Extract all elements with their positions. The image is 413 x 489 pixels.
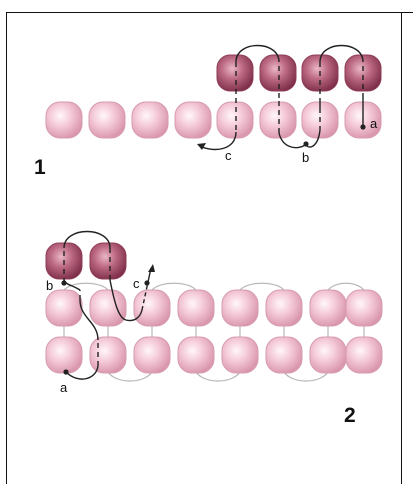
bead-light	[265, 336, 303, 374]
figure-2-top-row	[45, 242, 127, 280]
thread-start-dot	[63, 369, 69, 375]
figure-2-bottom-row	[45, 336, 383, 374]
bead-light	[216, 101, 254, 139]
bead-light	[177, 289, 215, 327]
bead-light	[221, 336, 259, 374]
bead-dark	[344, 54, 382, 92]
bead-light	[45, 289, 83, 327]
step-number: 1	[34, 156, 46, 179]
thread-point-dot	[61, 280, 67, 286]
bead-light	[133, 336, 171, 374]
arrow-head-icon	[197, 143, 206, 150]
bead-dark	[216, 54, 254, 92]
label-a: a	[60, 380, 68, 395]
bead-light	[345, 289, 383, 327]
bead-light	[45, 336, 83, 374]
bead-light	[345, 336, 383, 374]
figure-2-thread	[63, 230, 152, 380]
label-c: c	[225, 148, 232, 163]
label-c: c	[133, 276, 140, 291]
label-a: a	[370, 116, 378, 131]
bead-light	[174, 101, 212, 139]
figure-2-middle-row	[45, 289, 383, 327]
thread-point-dot	[144, 280, 150, 286]
label-b: b	[46, 278, 53, 293]
bead-light	[177, 336, 215, 374]
bead-light	[45, 101, 83, 139]
bead-light	[131, 101, 169, 139]
arrow-head-icon	[148, 264, 155, 272]
figure-2: a b c 2	[45, 230, 383, 427]
figure-1-top-row	[216, 54, 382, 92]
bead-light	[221, 289, 259, 327]
thread-point-dot	[303, 141, 309, 147]
bead-light	[88, 101, 126, 139]
bead-light	[265, 289, 303, 327]
bead-light	[133, 289, 171, 327]
bead-light	[309, 336, 347, 374]
bead-dark	[89, 242, 127, 280]
bead-dark	[259, 54, 297, 92]
figure-1: a b c 1	[34, 44, 382, 179]
bead-light	[259, 101, 297, 139]
bead-light	[89, 336, 127, 374]
bead-light	[89, 289, 127, 327]
step-number: 2	[344, 404, 356, 427]
thread-start-dot	[360, 124, 366, 130]
figure-1-bottom-row	[45, 101, 382, 139]
label-b: b	[302, 150, 309, 165]
bead-light	[309, 289, 347, 327]
